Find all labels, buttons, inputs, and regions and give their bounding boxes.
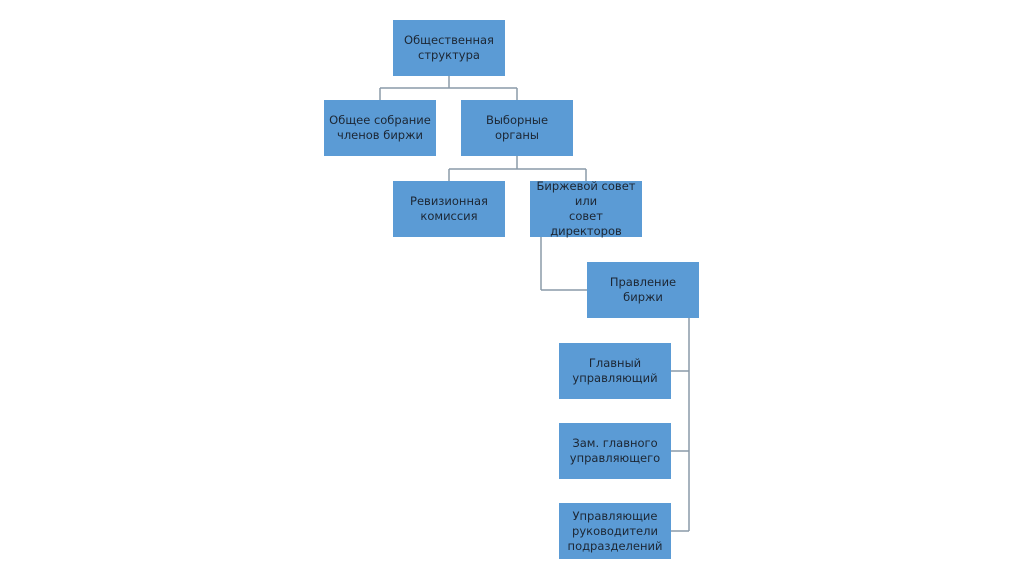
node-audit-commission: Ревизионная комиссия	[393, 181, 505, 237]
node-chief-manager: Главный управляющий	[559, 343, 671, 399]
node-division-managers: Управляющие руководители подразделений	[559, 503, 671, 559]
node-exchange-council: Биржевой совет или совет директоров	[530, 179, 642, 238]
node-elected-bodies: Выборные органы	[461, 100, 573, 156]
node-deputy-manager: Зам. главного управляющего	[559, 423, 671, 479]
node-general-meeting: Общее собрание членов биржи	[324, 100, 436, 156]
node-board: Правление биржи	[587, 262, 699, 318]
node-public-structure: Общественная структура	[393, 20, 505, 76]
